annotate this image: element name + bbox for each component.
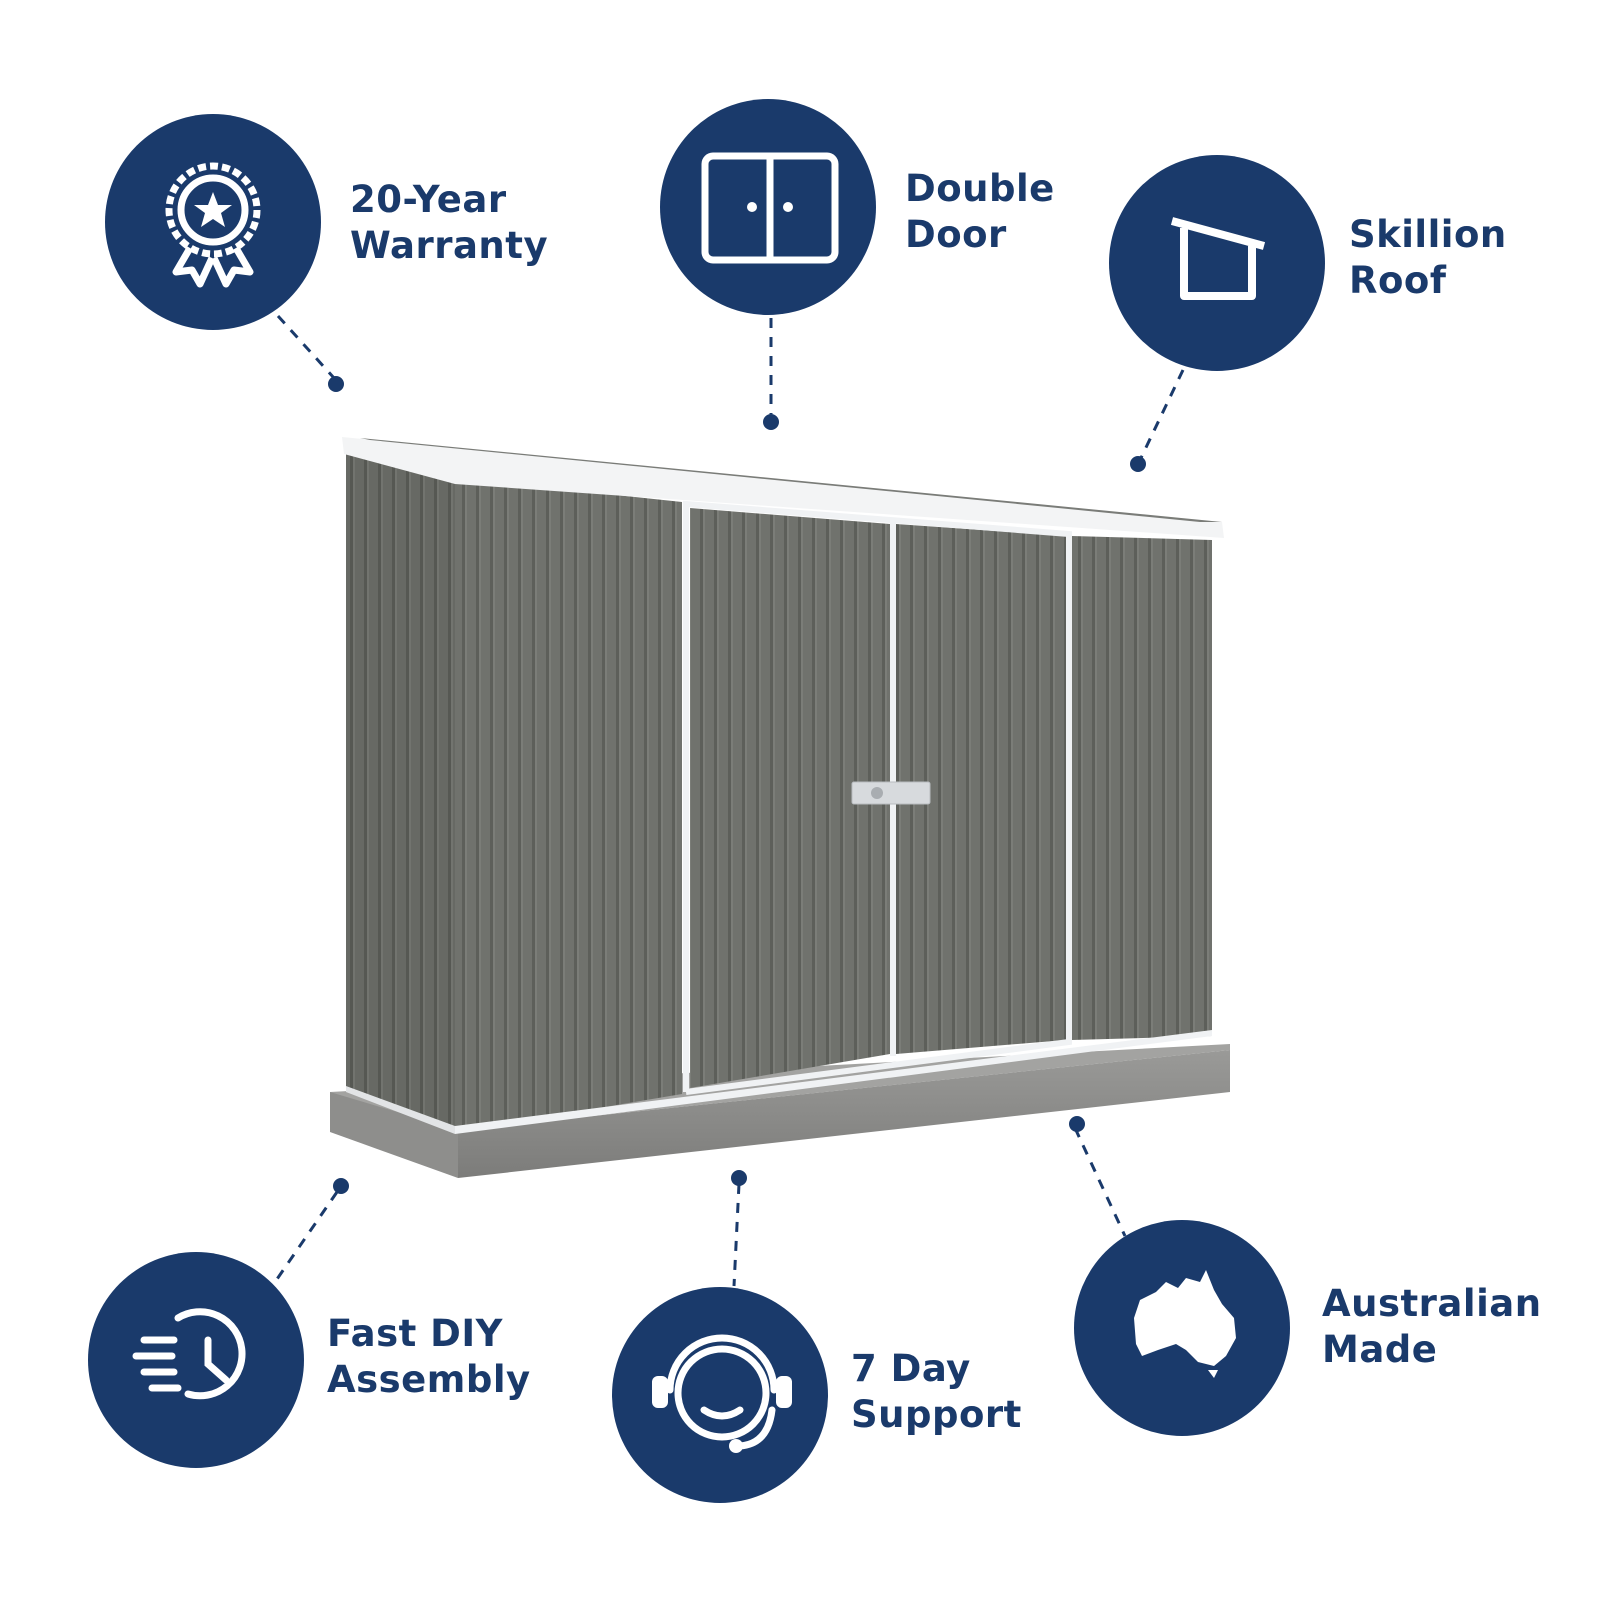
door-label: Double Door xyxy=(905,166,1055,258)
origin-label-line2: Made xyxy=(1322,1328,1438,1371)
skillion-roof-icon xyxy=(1170,217,1266,300)
connector-assembly xyxy=(273,1191,339,1283)
shed-front-left-panel xyxy=(455,478,682,1132)
connector-support xyxy=(732,1183,741,1287)
tasmania-icon xyxy=(1208,1370,1218,1378)
assembly-label-line2: Assembly xyxy=(327,1358,531,1401)
dot-assembly xyxy=(333,1178,349,1194)
warranty-label: 20-Year Warranty xyxy=(350,177,548,269)
connector-warranty xyxy=(276,314,336,380)
assembly-label-line1: Fast DIY xyxy=(327,1312,503,1355)
concrete-slab-front xyxy=(458,1050,1230,1178)
door-latch xyxy=(851,781,931,805)
headset-earpiece-left xyxy=(652,1376,668,1408)
connector-dots xyxy=(328,376,1146,1194)
feature-roof xyxy=(1109,155,1325,371)
dot-support xyxy=(731,1170,747,1186)
garden-shed-image xyxy=(330,437,1230,1178)
shed-roof-top xyxy=(360,438,1222,522)
dot-origin xyxy=(1069,1116,1085,1132)
feature-circle xyxy=(612,1287,828,1503)
shed-door-left xyxy=(690,508,890,1088)
origin-label: Australian Made xyxy=(1322,1281,1542,1373)
headset-earpiece-right xyxy=(776,1376,792,1408)
assembly-label: Fast DIY Assembly xyxy=(327,1311,531,1403)
warranty-label-line1: 20-Year xyxy=(350,178,507,221)
dot-roof xyxy=(1130,456,1146,472)
feature-circle xyxy=(88,1252,304,1468)
roof-label-line2: Roof xyxy=(1349,259,1447,302)
double-door-icon xyxy=(701,152,839,264)
shed-bottom-trim xyxy=(455,1030,1212,1134)
support-label: 7 Day Support xyxy=(851,1346,1022,1438)
feature-circle xyxy=(1109,155,1325,371)
concrete-slab-side xyxy=(330,1092,458,1178)
feature-support xyxy=(612,1287,828,1503)
door-label-line2: Door xyxy=(905,213,1007,256)
headset-mic xyxy=(729,1439,743,1453)
roof-label: Skillion Roof xyxy=(1349,212,1507,304)
warranty-label-line2: Warranty xyxy=(350,224,549,267)
australia-map-icon xyxy=(1134,1270,1236,1366)
door-knob-right xyxy=(783,202,793,212)
origin-label-line1: Australian xyxy=(1322,1282,1542,1325)
connector-lines xyxy=(273,314,1185,1287)
shed-door-right xyxy=(896,524,1066,1054)
door-lock xyxy=(871,787,883,799)
shed-front-right-panel xyxy=(1072,536,1212,1040)
support-label-line1: 7 Day xyxy=(851,1347,971,1390)
roof-label-line1: Skillion xyxy=(1349,213,1507,256)
feature-circle xyxy=(105,114,321,330)
feature-assembly xyxy=(88,1252,304,1468)
star-icon xyxy=(194,192,232,227)
feature-door xyxy=(660,99,876,315)
shed-side-wall xyxy=(346,452,455,1132)
shed-side-bottom-trim xyxy=(346,1086,455,1134)
fast-clock-icon xyxy=(132,1308,246,1400)
connector-roof xyxy=(1138,369,1185,461)
award-ribbon-star-icon xyxy=(165,162,261,288)
feature-origin xyxy=(1074,1220,1290,1436)
shed-roof xyxy=(342,437,1224,538)
dot-door xyxy=(763,414,779,430)
feature-warranty xyxy=(105,114,321,330)
connector-origin xyxy=(1073,1127,1127,1237)
headset-support-icon xyxy=(666,1334,778,1450)
dot-warranty xyxy=(328,376,344,392)
door-label-line1: Double xyxy=(905,167,1055,210)
door-knob-left xyxy=(747,202,757,212)
support-label-line2: Support xyxy=(851,1393,1022,1436)
